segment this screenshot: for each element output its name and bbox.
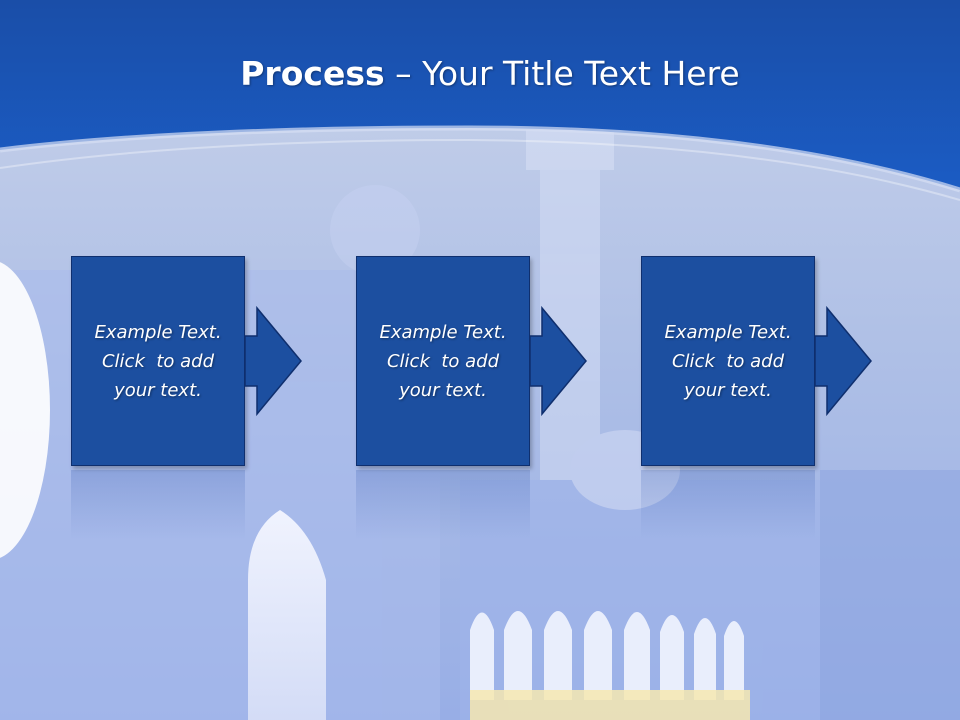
step-text-line: Example Text. xyxy=(94,321,222,343)
arrow-right-icon xyxy=(244,305,302,417)
step-text-line: Click to add xyxy=(671,350,784,372)
step-text-line: your text. xyxy=(399,379,487,401)
step-reflection xyxy=(641,470,815,540)
step-reflection xyxy=(71,470,245,540)
step-text-line: Example Text. xyxy=(664,321,792,343)
step-reflection xyxy=(356,470,530,540)
step-text[interactable]: Example Text. Click to add your text. xyxy=(356,256,530,466)
step-text-line: Example Text. xyxy=(379,321,507,343)
step-text[interactable]: Example Text. Click to add your text. xyxy=(71,256,245,466)
step-text[interactable]: Example Text. Click to add your text. xyxy=(641,256,815,466)
process-step-3[interactable]: Example Text. Click to add your text. xyxy=(641,256,960,540)
title-bold: Process xyxy=(240,54,385,93)
page-title: Process – Your Title Text Here xyxy=(0,50,960,98)
step-text-line: Click to add xyxy=(101,350,214,372)
arrow-right-icon xyxy=(529,305,587,417)
process-step-1[interactable]: Example Text. Click to add your text. xyxy=(71,256,431,540)
step-text-line: Click to add xyxy=(386,350,499,372)
process-step-2[interactable]: Example Text. Click to add your text. xyxy=(356,256,716,540)
step-text-line: your text. xyxy=(114,379,202,401)
arrow-right-icon xyxy=(814,305,872,417)
title-separator: – xyxy=(384,54,423,93)
step-text-line: your text. xyxy=(684,379,772,401)
title-rest: Your Title Text Here xyxy=(422,54,740,93)
step-box[interactable] xyxy=(641,256,815,466)
